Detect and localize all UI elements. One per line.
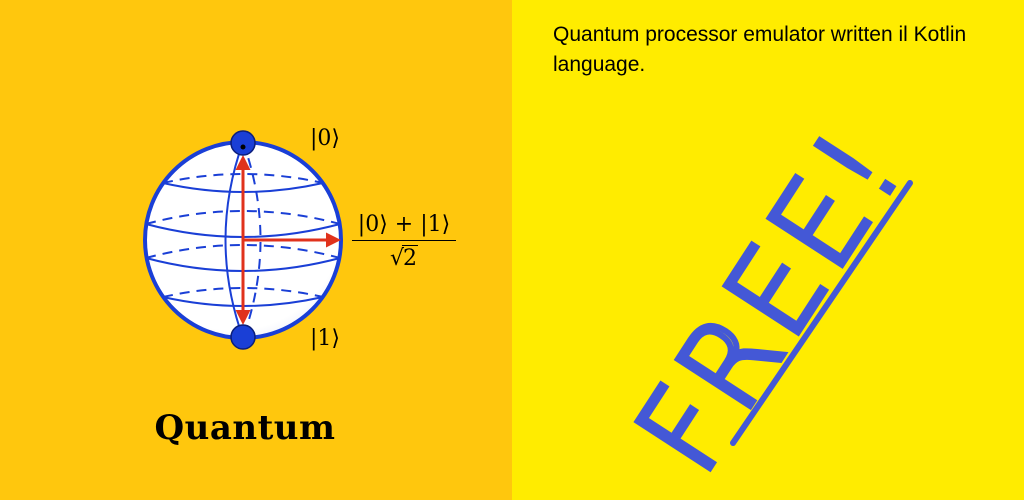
ket-zero-label: |0⟩ — [310, 126, 340, 151]
north-pole-dot — [240, 144, 246, 150]
latitude-bottom-back — [162, 287, 324, 298]
free-badge-text: FREE! — [607, 102, 934, 499]
bloch-sphere-icon — [143, 130, 343, 350]
north-pole — [230, 130, 256, 156]
latitude-mid-back — [145, 210, 341, 225]
superposition-label: |0⟩ + |1⟩ √2 — [352, 212, 456, 271]
sqrt-argument: 2 — [402, 245, 419, 271]
south-pole — [230, 324, 256, 350]
sqrt-sign: √ — [389, 246, 405, 271]
superposition-denominator: √2 — [352, 241, 456, 271]
ket-one-label: |1⟩ — [310, 326, 340, 351]
superposition-numerator: |0⟩ + |1⟩ — [352, 212, 456, 241]
brand-title: Quantum — [154, 408, 336, 448]
app-description: Quantum processor emulator written il Ko… — [553, 23, 967, 76]
latitude-top-back — [162, 173, 324, 184]
free-badge: FREE! — [600, 102, 940, 499]
latitude-low-back — [145, 244, 341, 259]
